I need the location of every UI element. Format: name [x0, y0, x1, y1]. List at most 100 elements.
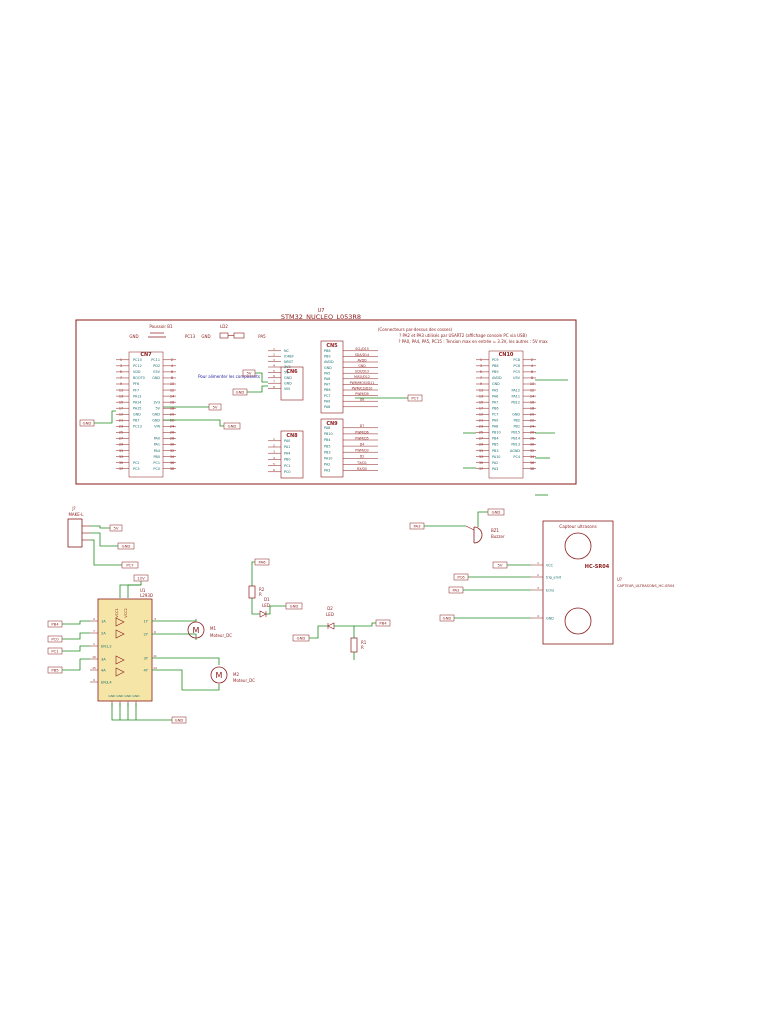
- cn7-pin-name: PB7: [133, 419, 140, 423]
- cn7-pin-name: PA14: [133, 400, 141, 404]
- ultrasonic-pin-number: 3: [537, 586, 539, 590]
- cn7-pin-number: 27: [119, 437, 123, 441]
- driver-gnd-pin: GND: [133, 694, 141, 698]
- cn9-pin-function: D2: [360, 455, 364, 459]
- d2-name: LED: [326, 612, 334, 617]
- resistor-r1: [350, 637, 358, 653]
- cn10-pin-number: 7: [480, 376, 482, 380]
- cn10-label: CN10: [499, 352, 514, 358]
- j-net-5v: 5V: [113, 526, 118, 531]
- cn7-pin-number: 38: [170, 467, 174, 471]
- cn8-pin-name: PB0: [284, 458, 291, 462]
- cn5-pin-function: D8: [360, 398, 364, 402]
- cn8-pin-name: PC1: [284, 464, 291, 468]
- cn10-pin-name: PB13: [511, 443, 520, 447]
- r1-ref: R1: [361, 640, 367, 645]
- r2-val: R: [259, 592, 262, 597]
- cn10-pin-name: PB14: [511, 437, 520, 441]
- ultrasonic-pin-name: GND: [546, 616, 554, 620]
- cn6-pin-number: 5: [273, 369, 275, 373]
- cn10-pin-number: 16: [530, 400, 534, 404]
- cn10-pin-number: 38: [530, 467, 534, 471]
- led2-gnd: GND: [297, 636, 306, 641]
- driver-gnd-pin: GND: [117, 694, 125, 698]
- d2-ref: D2: [327, 606, 333, 611]
- cn9-label: CN9: [326, 421, 338, 427]
- cn7-pin-number: 16: [170, 400, 174, 404]
- cn8-pin-number: 2: [273, 443, 275, 447]
- button-gnd: GND: [129, 334, 138, 339]
- driver-name: L293D: [140, 593, 153, 598]
- cn7-pin-number: 18: [170, 406, 174, 410]
- cn7-pin-name: PB0: [153, 455, 160, 459]
- motor-m2-name: Moteur_DC: [233, 678, 255, 683]
- ultrasonic-body: [542, 520, 614, 645]
- frame-ref: U7: [318, 308, 325, 314]
- frame-border: [75, 319, 577, 485]
- cn7-pin-name: PC0: [153, 467, 160, 471]
- cn5-pin-name: GND: [324, 366, 332, 370]
- driver-out-name: 1Y: [144, 619, 149, 623]
- cn7-pin-number: 19: [119, 412, 123, 416]
- cn7-pin-name: GND: [133, 412, 141, 416]
- cn6-pin-number: 2: [273, 353, 275, 357]
- cn10-pin-number: 13: [479, 394, 483, 398]
- cn5-pin-function: MISO/D12: [354, 375, 370, 379]
- cn7-pin-number: 6: [171, 370, 173, 374]
- cn7-pin-name: PC12: [133, 364, 142, 368]
- j-net-pc7: PC7: [126, 563, 134, 568]
- cn9-pin-function: PWM/D6: [355, 430, 368, 434]
- cn9-pin-name: PA10: [324, 457, 332, 461]
- r1-val: R: [361, 645, 364, 650]
- cn10-pin-number: 18: [530, 406, 534, 410]
- cn7-pin-number: 26: [170, 431, 174, 435]
- driver-pin-name: 2A: [101, 631, 106, 635]
- cn5-pin-function: SCK/D13: [355, 370, 369, 374]
- cn8-pin-number: 1: [273, 437, 275, 441]
- cn9-pin-name: PB3: [324, 450, 331, 454]
- cn8-pin-name: PA0: [284, 439, 290, 443]
- resistor-r2: [248, 585, 256, 599]
- led-gnd: GND: [290, 604, 299, 609]
- cn7-pin-number: 21: [119, 419, 123, 423]
- cn7-pin-number: 29: [119, 443, 123, 447]
- cn10-pin-name: PC7: [492, 412, 499, 416]
- cn10-pin-name: PB1: [513, 425, 520, 429]
- cn7-pin-name: PF6: [133, 382, 139, 386]
- cn7-pin-name: PC1: [153, 461, 160, 465]
- cn6-pin-name: IOREF: [284, 354, 294, 358]
- buzzer-pa3: PA3: [413, 524, 421, 529]
- cn7-pin-number: 32: [170, 449, 174, 453]
- cn10-pin-name: PA10: [492, 455, 500, 459]
- cn6-pin-name: NRST: [284, 360, 294, 364]
- driver-out-number: 11: [153, 654, 157, 658]
- cn5-pin-name: PB6: [324, 388, 331, 392]
- cn10-pin-name: PB4: [492, 437, 499, 441]
- cn6-label: CN6: [286, 369, 298, 375]
- cn6-pin-name: 3V3: [284, 365, 291, 369]
- cn6-pin-number: 7: [273, 380, 275, 384]
- led-d2-symbol: [327, 622, 335, 630]
- cn5-pin-name: PB9: [324, 355, 331, 359]
- driver-pin-name: 1A: [101, 619, 106, 623]
- led-d1-circuit: PA6 R2 R D1 LED GND: [248, 558, 303, 618]
- cn10-pin-name: PA12: [512, 388, 520, 392]
- cn9-pin-name: PA2: [324, 463, 330, 467]
- cn7-pin-name: 5V: [156, 406, 161, 410]
- cn10-pin-number: 6: [531, 370, 533, 374]
- ld2-pin: PA5: [258, 334, 266, 339]
- cn5-pin-function: SDA/D14: [355, 353, 369, 357]
- driver-out-number: 3: [154, 617, 156, 621]
- cn10-pin-number: 28: [530, 437, 534, 441]
- motor-m2-symbol: M: [216, 671, 223, 680]
- cn10-pin-name: PB15: [511, 431, 520, 435]
- cn10-pin-number: 31: [479, 449, 483, 453]
- cn7-pin-name: PA0: [154, 437, 160, 441]
- cn10-pin-number: 33: [479, 455, 483, 459]
- cn7-pin-number: 10: [170, 382, 174, 386]
- driver-input-net: PC0: [51, 637, 59, 642]
- driver-out-number: 14: [153, 666, 157, 670]
- cn10-pin-name: PC4: [513, 455, 520, 459]
- j-ref: J?: [71, 506, 75, 511]
- cn8-pin-number: 6: [273, 468, 275, 472]
